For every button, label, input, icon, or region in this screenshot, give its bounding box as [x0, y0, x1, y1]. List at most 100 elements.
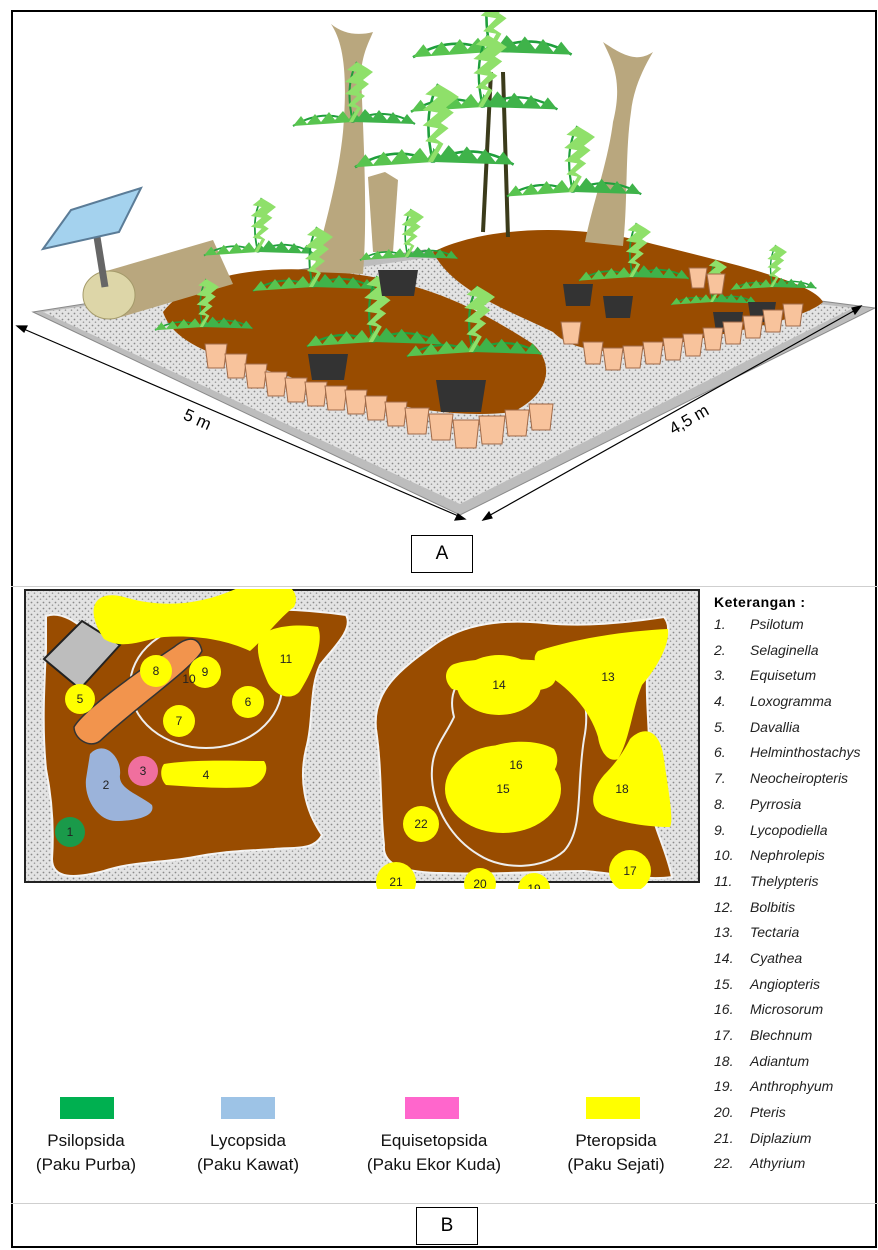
legend-item-name: Tectaria: [750, 924, 799, 940]
class-swatch-psilopsida: [60, 1097, 114, 1119]
log-end: [83, 271, 135, 319]
legend-item-number: 10.: [714, 847, 750, 863]
class-label-lycopsida: Lycopsida (Paku Kawat): [186, 1129, 310, 1177]
plot-number-label: 14: [492, 678, 506, 692]
panel-bottom-divider: [11, 1203, 878, 1204]
legend-item-number: 13.: [714, 924, 750, 940]
legend-item: 3.Equisetum: [714, 667, 861, 693]
plot-number-label: 1: [67, 825, 74, 839]
legend-item-number: 19.: [714, 1078, 750, 1094]
legend-item: 18.Adiantum: [714, 1053, 861, 1079]
legend-item-name: Bolbitis: [750, 899, 795, 915]
class-common-name: (Paku Sejati): [553, 1153, 679, 1177]
legend-item: 16.Microsorum: [714, 1001, 861, 1027]
legend-item-name: Davallia: [750, 719, 800, 735]
legend-item-number: 11.: [714, 873, 750, 889]
garden-top-view-map: 12345678910111213141516171819202122: [24, 589, 704, 889]
legend-item-name: Lycopodiella: [750, 822, 828, 838]
plot-number-label: 13: [601, 670, 615, 684]
legend-item: 4.Loxogramma: [714, 693, 861, 719]
legend-title: Keterangan :: [714, 594, 806, 610]
legend-item-number: 3.: [714, 667, 750, 683]
class-name: Pteropsida: [553, 1129, 679, 1153]
class-swatch-equisetopsida: [405, 1097, 459, 1119]
legend-item: 7.Neocheiropteris: [714, 770, 861, 796]
class-name: Psilopsida: [26, 1129, 146, 1153]
legend-item-name: Loxogramma: [750, 693, 832, 709]
legend-item-number: 8.: [714, 796, 750, 812]
legend-item-name: Nephrolepis: [750, 847, 825, 863]
garden-3d-illustration: [13, 12, 875, 584]
legend-item-number: 6.: [714, 744, 750, 760]
class-label-psilopsida: Psilopsida (Paku Purba): [26, 1129, 146, 1177]
plot-number-label: 18: [615, 782, 629, 796]
plot-number-label: 19: [527, 882, 541, 889]
legend-item-name: Blechnum: [750, 1027, 812, 1043]
plot-number-label: 2: [103, 778, 110, 792]
legend-item: 21.Diplazium: [714, 1130, 861, 1156]
legend-item-number: 4.: [714, 693, 750, 709]
class-label-equisetopsida: Equisetopsida (Paku Ekor Kuda): [348, 1129, 520, 1177]
class-common-name: (Paku Purba): [26, 1153, 146, 1177]
legend-item-number: 15.: [714, 976, 750, 992]
legend-item: 1.Psilotum: [714, 616, 861, 642]
plot-number-label: 3: [140, 764, 147, 778]
legend-item-name: Athyrium: [750, 1155, 805, 1171]
sign-board: [43, 188, 141, 249]
legend-item: 5.Davallia: [714, 719, 861, 745]
legend-item: 15.Angiopteris: [714, 976, 861, 1002]
panel-label-a: A: [411, 535, 473, 573]
legend-item-name: Helminthostachys: [750, 744, 861, 760]
legend-item-number: 2.: [714, 642, 750, 658]
plot-number-label: 4: [203, 768, 210, 782]
plot-number-label: 20: [473, 877, 487, 889]
plot-number-label: 10: [182, 672, 196, 686]
class-common-name: (Paku Kawat): [186, 1153, 310, 1177]
legend-item: 22.Athyrium: [714, 1155, 861, 1181]
panel-label-b: B: [416, 1207, 478, 1245]
plot-number-label: 17: [623, 864, 637, 878]
class-swatch-pteropsida: [586, 1097, 640, 1119]
legend-item: 12.Bolbitis: [714, 899, 861, 925]
legend-item-number: 22.: [714, 1155, 750, 1171]
plot-number-label: 9: [202, 665, 209, 679]
legend-item-name: Adiantum: [750, 1053, 809, 1069]
legend-item-number: 14.: [714, 950, 750, 966]
legend-item-number: 16.: [714, 1001, 750, 1017]
class-swatch-lycopsida: [221, 1097, 275, 1119]
tree-trunk-small: [368, 172, 398, 252]
tree-trunk-right: [585, 42, 653, 246]
legend-item-number: 5.: [714, 719, 750, 735]
plot-number-label: 5: [77, 692, 84, 706]
legend-item-name: Angiopteris: [750, 976, 820, 992]
legend-item-name: Microsorum: [750, 1001, 823, 1017]
legend-item-number: 9.: [714, 822, 750, 838]
legend-item-name: Pteris: [750, 1104, 786, 1120]
legend-item: 6.Helminthostachys: [714, 744, 861, 770]
legend-item-name: Anthrophyum: [750, 1078, 833, 1094]
plot-number-label: 11: [280, 652, 293, 666]
plot-number-label: 7: [176, 714, 183, 728]
legend-item-name: Equisetum: [750, 667, 816, 683]
legend-item: 9.Lycopodiella: [714, 822, 861, 848]
legend-item: 19.Anthrophyum: [714, 1078, 861, 1104]
class-common-name: (Paku Ekor Kuda): [348, 1153, 520, 1177]
class-label-pteropsida: Pteropsida (Paku Sejati): [553, 1129, 679, 1177]
legend-item: 2.Selaginella: [714, 642, 861, 668]
plot-number-label: 22: [414, 817, 428, 831]
legend-item-number: 12.: [714, 899, 750, 915]
panel-divider: [11, 586, 878, 587]
legend-item-number: 1.: [714, 616, 750, 632]
legend-item-name: Selaginella: [750, 642, 819, 658]
class-name: Lycopsida: [186, 1129, 310, 1153]
plot-number-label: 21: [389, 875, 403, 889]
class-name: Equisetopsida: [348, 1129, 520, 1153]
legend-item: 17.Blechnum: [714, 1027, 861, 1053]
legend-item-number: 20.: [714, 1104, 750, 1120]
legend-item-name: Pyrrosia: [750, 796, 801, 812]
legend-item-number: 17.: [714, 1027, 750, 1043]
legend-item-number: 21.: [714, 1130, 750, 1146]
legend-item: 11.Thelypteris: [714, 873, 861, 899]
legend-item-name: Psilotum: [750, 616, 804, 632]
